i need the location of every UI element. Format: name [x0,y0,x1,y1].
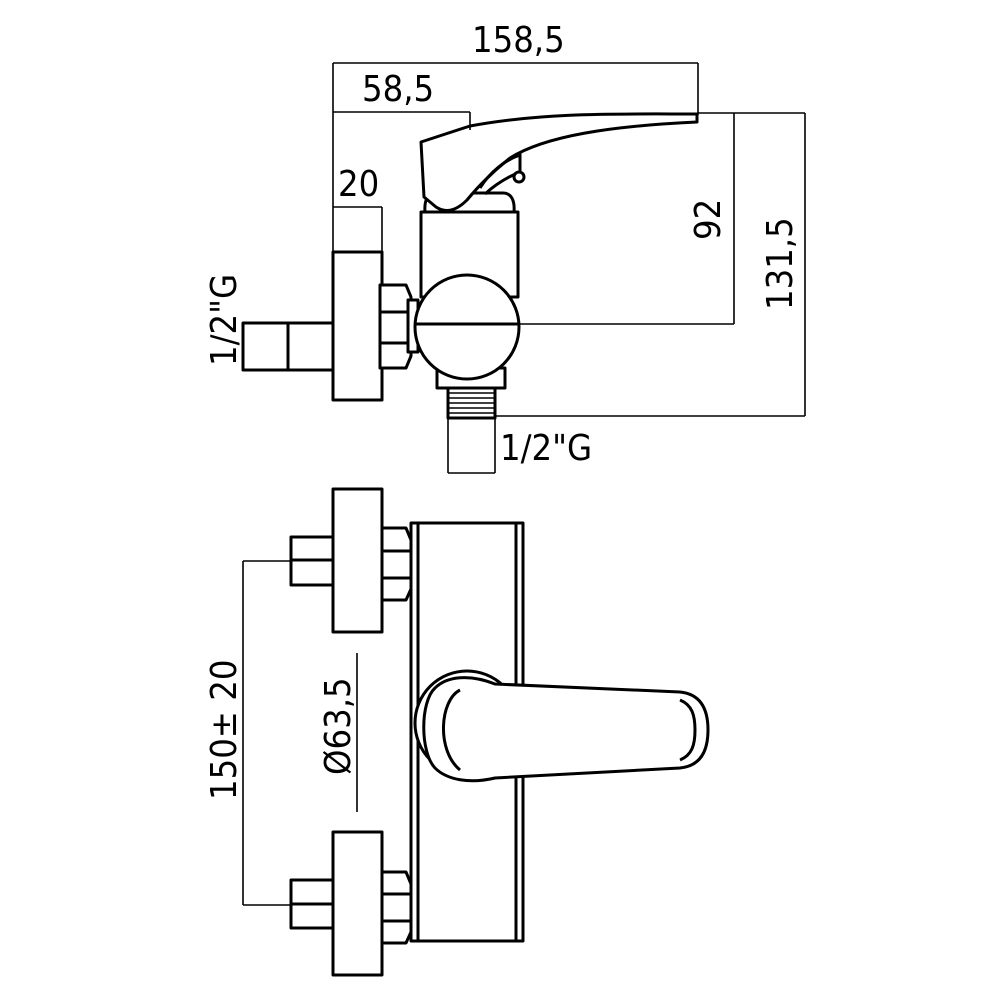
front-lever-handle [422,676,710,783]
handle-screw [512,170,526,184]
front-top-hex-nut [380,526,413,602]
dim-overall-height: 131,5 [760,217,801,310]
dim-handle-height: 92 [688,199,729,240]
side-dimension-lines [242,62,806,474]
thread-lines [448,392,495,414]
mixer-ball [413,273,521,381]
dim-inlet-thread: 1/2"G [204,274,245,366]
hex-nut [378,283,413,370]
lever-handle [419,112,699,213]
dim-handle-offset: 58,5 [362,69,434,110]
wall-flange [331,250,384,402]
dim-flange-thickness: 20 [338,164,379,205]
front-bottom-flange [331,830,384,977]
dim-overall-length: 158,5 [472,20,565,61]
dim-flange-diameter: Ø63,5 [318,677,359,775]
front-top-flange [331,487,384,634]
dim-outlet-thread: 1/2"G [500,428,592,469]
side-view: 158,5 58,5 20 92 131,5 1/2"G 1/2"G [204,20,806,474]
front-dimension-lines [242,560,358,906]
front-view: 150± 20 Ø63,5 [204,487,710,977]
dim-center-distance: 150± 20 [204,660,245,800]
front-bottom-hex-nut [380,870,413,945]
